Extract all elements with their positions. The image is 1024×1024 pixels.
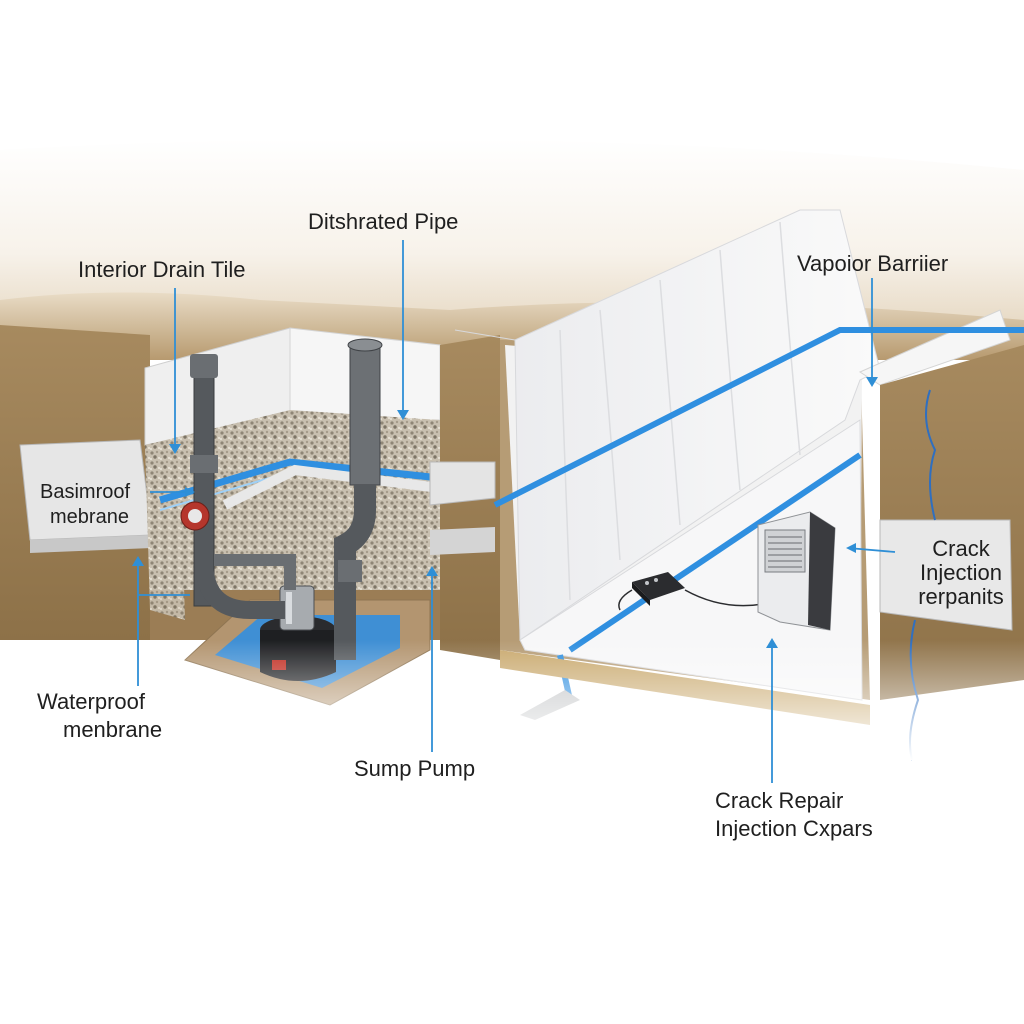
footing-slab-middle (429, 461, 496, 506)
footing-slab-left-edge (30, 535, 152, 553)
vertical-pipe-right-bend (334, 485, 376, 660)
label-crack-repair-line2: Injection Cxpars (715, 816, 873, 841)
label-interior-drain-tile: Interior Drain Tile (78, 257, 246, 282)
pump-discharge-elbow (195, 559, 285, 619)
vapor-barrier-seam-upper (493, 327, 1024, 508)
vertical-pipe-right (349, 344, 381, 486)
callout-arrowheads (132, 377, 878, 648)
footing-slab-middle-lower (430, 527, 495, 555)
label-crack-injection: Crack Injection rerpanits (905, 537, 1017, 609)
label-crack-injection-line2: Injection (920, 560, 1002, 585)
label-waterproof-membrane: Waterproof menbrane (37, 688, 162, 744)
drain-outlet-opening (188, 509, 202, 523)
label-crack-repair: Crack Repair Injection Cxpars (715, 787, 873, 843)
wall-crack-upper (925, 389, 937, 521)
ground-fade (0, 640, 1024, 760)
vertical-pipe-right-coupling (338, 560, 362, 582)
dehumidifier-icon (757, 511, 836, 631)
pump-check-valve-pipe (214, 554, 296, 590)
vapor-barrier-wrinkles (559, 221, 801, 601)
vertical-pipe-left-coupling (190, 455, 218, 473)
label-crack-repair-line1: Crack Repair (715, 788, 844, 813)
label-basement-membrane-line2: mebrane (50, 506, 129, 528)
label-crack-injection-line1: Crack (932, 536, 990, 561)
label-vapor-barrier: Vapoior Barriier (797, 251, 949, 276)
label-sump-pump: Sump Pump (354, 756, 476, 781)
sump-pump-motor-shine (286, 592, 292, 624)
label-basement-membrane: Basimroof mebrane (40, 480, 130, 530)
label-basement-membrane-line1: Basimroof (40, 481, 131, 503)
perforated-pipe-run (222, 464, 441, 510)
gravel-left-edge (145, 445, 185, 620)
label-perforated-pipe: Ditshrated Pipe (308, 209, 459, 234)
vapor-barrier-seam-floor (568, 452, 862, 653)
label-waterproof-membrane-line2: menbrane (63, 717, 163, 742)
footing-slab-right (879, 519, 1013, 631)
label-crack-injection-line3: rerpanits (918, 584, 1004, 609)
vertical-pipe-left-cap (190, 354, 218, 378)
vertical-pipe-right-top (347, 338, 383, 352)
sump-pump-motor (279, 585, 315, 631)
callout-lines (137, 240, 896, 783)
label-waterproof-membrane-line1: Waterproof (37, 689, 146, 714)
